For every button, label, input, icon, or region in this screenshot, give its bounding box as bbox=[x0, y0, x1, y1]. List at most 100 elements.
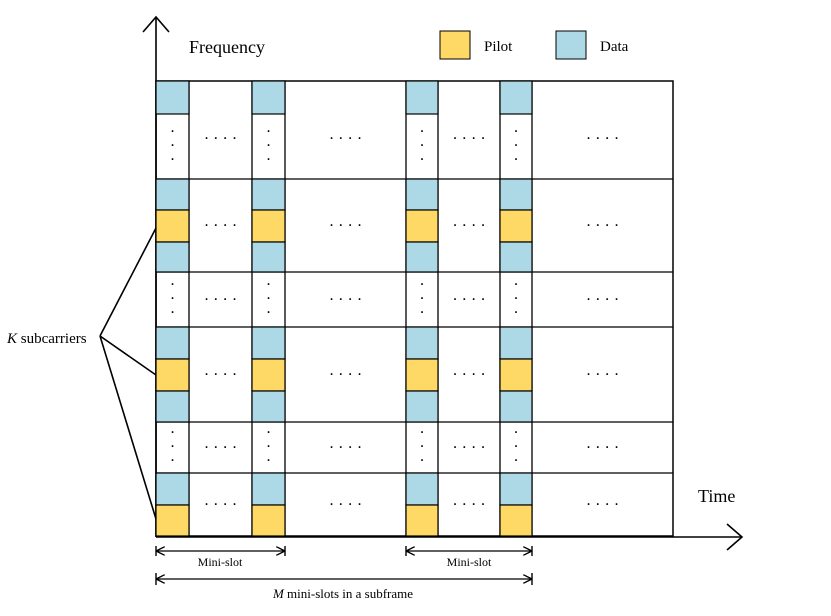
vertical-ellipsis: · bbox=[170, 138, 175, 155]
legend-pilot-label: Pilot bbox=[484, 39, 513, 55]
horizontal-ellipsis: · · · · bbox=[452, 131, 485, 148]
pilot-cell bbox=[405, 504, 439, 537]
vertical-ellipsis: · bbox=[266, 138, 271, 155]
vertical-ellipsis: · bbox=[513, 138, 518, 155]
data-cell bbox=[405, 178, 439, 211]
data-cell bbox=[499, 178, 533, 211]
pilot-cell bbox=[155, 209, 190, 243]
vertical-ellipsis: · bbox=[170, 124, 175, 141]
time-axis-label: Time bbox=[698, 486, 735, 506]
legend-data-swatch bbox=[555, 30, 587, 60]
data-cell bbox=[251, 178, 286, 211]
vertical-ellipsis: · bbox=[419, 305, 424, 322]
pilot-cell bbox=[499, 504, 533, 537]
axes: Frequency Time bbox=[142, 15, 744, 551]
vertical-ellipsis: · bbox=[266, 152, 271, 169]
data-cell bbox=[251, 241, 286, 273]
horizontal-ellipsis: · · · · bbox=[586, 292, 619, 309]
data-cell bbox=[155, 390, 190, 423]
horizontal-ellipsis: · · · · bbox=[204, 440, 237, 457]
horizontal-ellipsis: · · · · bbox=[329, 440, 362, 457]
legend-pilot-swatch bbox=[439, 30, 471, 60]
time-axis-arrowhead bbox=[726, 523, 744, 551]
horizontal-ellipsis: · · · · bbox=[452, 367, 485, 384]
data-cell bbox=[251, 326, 286, 360]
horizontal-ellipsis: · · · · bbox=[204, 367, 237, 384]
horizontal-ellipsis: · · · · bbox=[586, 218, 619, 235]
horizontal-ellipsis: · · · · bbox=[586, 497, 619, 514]
horizontal-ellipsis: · · · · bbox=[329, 131, 362, 148]
data-cell bbox=[155, 241, 190, 273]
horizontal-ellipsis: · · · · bbox=[586, 440, 619, 457]
subframe-label: M mini-slots in a subframe bbox=[272, 586, 413, 601]
pilot-cell bbox=[499, 358, 533, 392]
vertical-ellipsis: · bbox=[170, 152, 175, 169]
subframe-symbol: M bbox=[272, 586, 285, 601]
data-cell bbox=[405, 241, 439, 273]
pilot-cell bbox=[405, 358, 439, 392]
vertical-ellipsis: · bbox=[266, 305, 271, 322]
grid-frame bbox=[155, 80, 674, 537]
vertical-ellipsis: · bbox=[513, 277, 518, 294]
vertical-ellipsis: · bbox=[419, 138, 424, 155]
data-cell bbox=[499, 241, 533, 273]
pilot-cell bbox=[251, 504, 286, 537]
subcarriers-annotation: K subcarriers bbox=[6, 227, 157, 520]
data-cell bbox=[155, 80, 190, 115]
vertical-ellipsis: · bbox=[513, 439, 518, 456]
horizontal-ellipsis: · · · · bbox=[329, 367, 362, 384]
data-cell bbox=[499, 390, 533, 423]
subcarriers-text: subcarriers bbox=[17, 331, 87, 347]
vertical-ellipsis: · bbox=[419, 152, 424, 169]
pilot-cell bbox=[155, 504, 190, 537]
horizontal-ellipsis: · · · · bbox=[586, 131, 619, 148]
subcarriers-pointer-line-2 bbox=[99, 335, 157, 376]
horizontal-ellipsis: · · · · bbox=[329, 497, 362, 514]
vertical-ellipsis: · bbox=[170, 439, 175, 456]
vertical-ellipsis: · bbox=[419, 425, 424, 442]
vertical-ellipsis: · bbox=[513, 124, 518, 141]
mini-slot-bracket-2: Mini-slot bbox=[405, 546, 533, 569]
horizontal-ellipsis: · · · · bbox=[452, 292, 485, 309]
data-cell bbox=[155, 326, 190, 360]
subframe-bracket: M mini-slots in a subframe bbox=[155, 573, 533, 601]
legend: Pilot Data bbox=[439, 30, 629, 60]
vertical-ellipsis: · bbox=[513, 291, 518, 308]
vertical-ellipsis: · bbox=[419, 439, 424, 456]
vertical-ellipsis: · bbox=[513, 305, 518, 322]
pilot-cell bbox=[405, 209, 439, 243]
data-cell bbox=[499, 80, 533, 115]
vertical-ellipsis: · bbox=[513, 453, 518, 470]
data-cell bbox=[155, 472, 190, 506]
resource-grid: ············· · · ·· · · ·· · · ·· · · ·… bbox=[155, 80, 674, 537]
subcarriers-pointer-line-3 bbox=[99, 335, 157, 520]
horizontal-ellipsis: · · · · bbox=[452, 497, 485, 514]
vertical-ellipsis: · bbox=[266, 453, 271, 470]
frequency-axis-arrowhead bbox=[142, 15, 170, 33]
data-cell bbox=[405, 390, 439, 423]
subcarriers-pointer-line-1 bbox=[99, 227, 157, 337]
legend-data-label: Data bbox=[600, 39, 629, 55]
horizontal-ellipsis: · · · · bbox=[586, 367, 619, 384]
data-cell bbox=[251, 80, 286, 115]
horizontal-ellipsis: · · · · bbox=[329, 218, 362, 235]
vertical-ellipsis: · bbox=[170, 291, 175, 308]
vertical-ellipsis: · bbox=[419, 453, 424, 470]
horizontal-ellipsis: · · · · bbox=[452, 218, 485, 235]
data-cell bbox=[405, 326, 439, 360]
horizontal-ellipsis: · · · · bbox=[452, 440, 485, 457]
vertical-ellipsis: · bbox=[170, 453, 175, 470]
data-cell bbox=[251, 390, 286, 423]
vertical-ellipsis: · bbox=[513, 425, 518, 442]
vertical-ellipsis: · bbox=[266, 439, 271, 456]
horizontal-ellipsis: · · · · bbox=[204, 292, 237, 309]
subframe-text: mini-slots in a subframe bbox=[284, 586, 413, 601]
vertical-ellipsis: · bbox=[266, 277, 271, 294]
vertical-ellipsis: · bbox=[266, 291, 271, 308]
vertical-ellipsis: · bbox=[513, 152, 518, 169]
vertical-ellipsis: · bbox=[419, 277, 424, 294]
frequency-axis-label: Frequency bbox=[189, 37, 265, 57]
data-cell bbox=[499, 472, 533, 506]
data-cell bbox=[405, 472, 439, 506]
